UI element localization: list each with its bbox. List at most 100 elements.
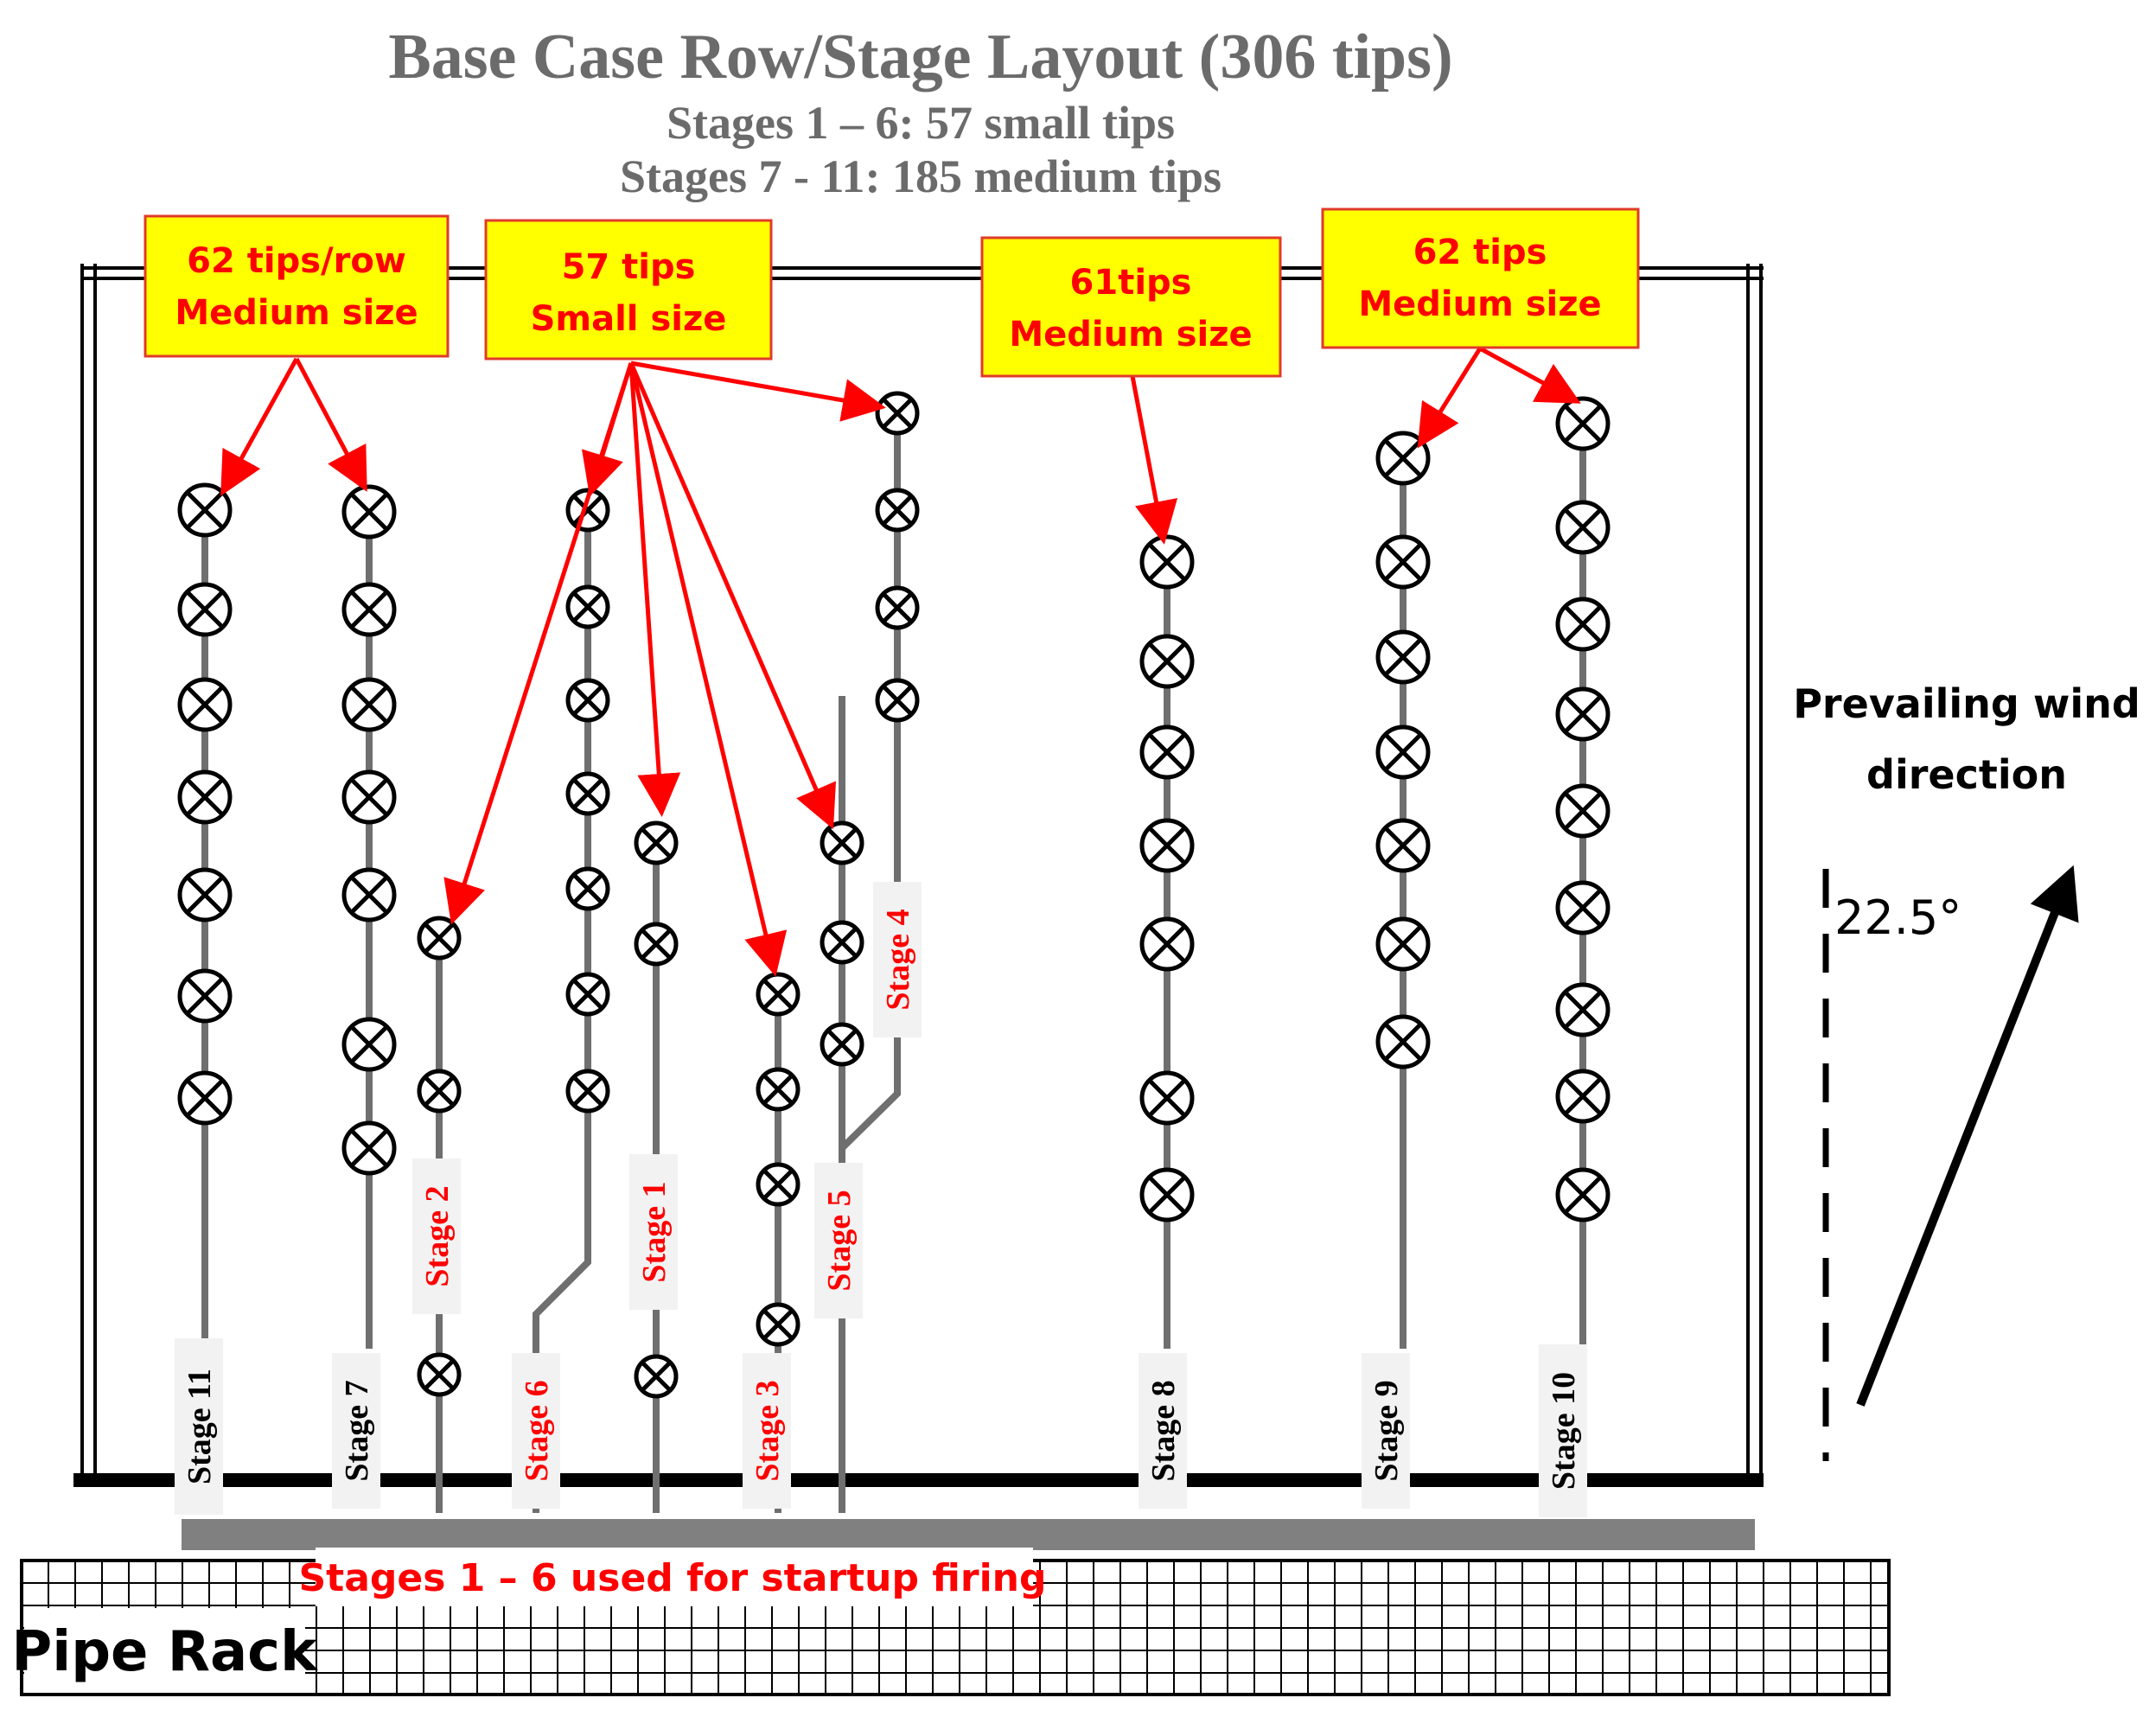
flare-tip-icon xyxy=(1555,880,1611,935)
flare-tip-icon xyxy=(1139,724,1195,780)
flare-tip-icon xyxy=(1555,597,1611,652)
wind-direction: Prevailing wind direction 22.5° xyxy=(1793,680,2140,1461)
wind-label-line-2: direction xyxy=(1866,751,2067,798)
flare-tip-icon xyxy=(417,1069,462,1114)
stage-label-11: Stage 11 xyxy=(175,1338,223,1515)
flare-tip-icon xyxy=(1139,534,1195,590)
flare-tip-icon xyxy=(1139,634,1195,689)
flare-tip-icon xyxy=(756,1162,801,1207)
flare-tip-icon xyxy=(756,1067,801,1112)
flare-tip-icon xyxy=(177,867,233,922)
callout-line-2: Small size xyxy=(531,299,727,339)
wind-label-line-1: Prevailing wind xyxy=(1793,680,2140,727)
stage-label-text: Stage 3 xyxy=(749,1380,786,1481)
flare-tips xyxy=(177,391,1611,1399)
stage-label-text: Stage 5 xyxy=(821,1190,858,1291)
stage-label-4: Stage 4 xyxy=(873,882,922,1037)
flare-tip-icon xyxy=(756,1302,801,1347)
callout-line-1: 57 tips xyxy=(562,247,696,287)
header-pipe xyxy=(182,1519,1755,1550)
flare-tip-icon xyxy=(1555,500,1611,555)
callout-line-2: Medium size xyxy=(1009,315,1252,354)
stage-label-text: Stage 9 xyxy=(1368,1380,1405,1481)
flare-tip-icon xyxy=(875,391,920,436)
flare-tip-icon xyxy=(341,1017,397,1072)
callout-medium-row: 62 tips/row Medium size xyxy=(144,214,450,358)
flare-tip-icon xyxy=(820,1022,864,1067)
flare-tip-icon xyxy=(177,582,233,637)
callout-stage-8: 61tips Medium size xyxy=(980,236,1282,378)
stage-label-text: Stage 6 xyxy=(519,1380,555,1481)
pipe-rack-label-text: Pipe Rack xyxy=(11,1620,318,1684)
flare-tip-icon xyxy=(1375,724,1431,780)
stage-label-text: Stage 4 xyxy=(880,909,916,1010)
flare-tip-icon xyxy=(177,677,233,732)
stage-label-text: Stage 7 xyxy=(339,1380,375,1481)
flare-tip-icon xyxy=(565,866,610,911)
flare-tip-icon xyxy=(1555,396,1611,451)
stage-label-5: Stage 5 xyxy=(814,1163,863,1318)
stage-label-text: Stage 10 xyxy=(1546,1372,1582,1490)
stage-label-9: Stage 9 xyxy=(1362,1353,1410,1509)
flare-tip-icon xyxy=(1555,783,1611,839)
callout-line-1: 61tips xyxy=(1070,263,1192,303)
flare-tip-icon xyxy=(341,582,397,637)
flare-tip-icon xyxy=(1375,1014,1431,1069)
flare-tip-icon xyxy=(565,584,610,629)
diagram-subtitle-2: Stages 7 - 11: 185 medium tips xyxy=(620,150,1222,202)
stage-label-2: Stage 2 xyxy=(412,1158,461,1314)
flare-tip-icon xyxy=(341,677,397,732)
callout-arrows xyxy=(220,346,1581,977)
flare-tip-icon xyxy=(1555,982,1611,1037)
flare-tip-icon xyxy=(1375,629,1431,685)
flare-tip-icon xyxy=(177,1070,233,1126)
callout-line-1: 62 tips xyxy=(1413,233,1547,272)
flare-tip-icon xyxy=(1375,818,1431,873)
diagram-subtitle-1: Stages 1 – 6: 57 small tips xyxy=(667,97,1175,149)
flare-tip-icon xyxy=(1555,1167,1611,1222)
startup-note-text: Stages 1 – 6 used for startup firing xyxy=(298,1556,1046,1600)
startup-note: Stages 1 – 6 used for startup firing xyxy=(298,1548,1047,1606)
flare-tip-icon xyxy=(1139,1167,1195,1222)
stage-label-10: Stage 10 xyxy=(1539,1344,1587,1517)
flare-tip-icon xyxy=(634,820,679,865)
flare-tip-icon xyxy=(341,769,397,825)
stage-labels: Stage 11 Stage 7 Stage 2 Stage 6 Stage 1… xyxy=(175,882,1587,1517)
flare-tip-icon xyxy=(565,771,610,816)
flare-tip-icon xyxy=(177,968,233,1024)
stage-label-3: Stage 3 xyxy=(743,1353,791,1509)
flare-tip-icon xyxy=(1139,916,1195,972)
flare-tip-icon xyxy=(820,820,864,865)
riser-stage-4 xyxy=(839,413,901,1151)
flare-tip-icon xyxy=(820,920,864,965)
flare-tip-icon xyxy=(634,1354,679,1399)
stage-label-text: Stage 8 xyxy=(1145,1380,1182,1481)
flare-tip-icon xyxy=(177,769,233,825)
flare-tip-icon xyxy=(1375,916,1431,972)
wind-arrow xyxy=(1856,865,2079,1407)
flare-tip-icon xyxy=(634,922,679,967)
flare-tip-icon xyxy=(1375,534,1431,590)
stage-label-text: Stage 11 xyxy=(182,1369,218,1484)
diagram-title: Base Case Row/Stage Layout (306 tips) xyxy=(388,22,1452,93)
callout-medium-tips: 62 tips Medium size xyxy=(1321,207,1640,349)
wind-angle-label: 22.5° xyxy=(1834,890,1961,945)
callout-line-2: Medium size xyxy=(175,293,418,333)
callout-line-1: 62 tips/row xyxy=(187,241,406,281)
flare-tip-icon xyxy=(565,972,610,1017)
flare-tip-icon xyxy=(417,1352,462,1397)
enclosure-fence xyxy=(73,264,1764,1487)
flare-tip-icon xyxy=(875,585,920,630)
flare-tip-icon xyxy=(341,1120,397,1176)
flare-tip-icon xyxy=(341,867,397,922)
flare-tip-icon xyxy=(1555,686,1611,742)
flare-tip-icon xyxy=(417,916,462,961)
flare-tip-icon xyxy=(756,972,801,1017)
flare-tip-icon xyxy=(875,488,920,533)
flare-tip-icon xyxy=(1139,1070,1195,1126)
callout-small-tips: 57 tips Small size xyxy=(484,219,773,361)
stage-label-7: Stage 7 xyxy=(332,1353,380,1509)
flare-tip-icon xyxy=(1139,818,1195,873)
callout-line-2: Medium size xyxy=(1358,284,1601,324)
